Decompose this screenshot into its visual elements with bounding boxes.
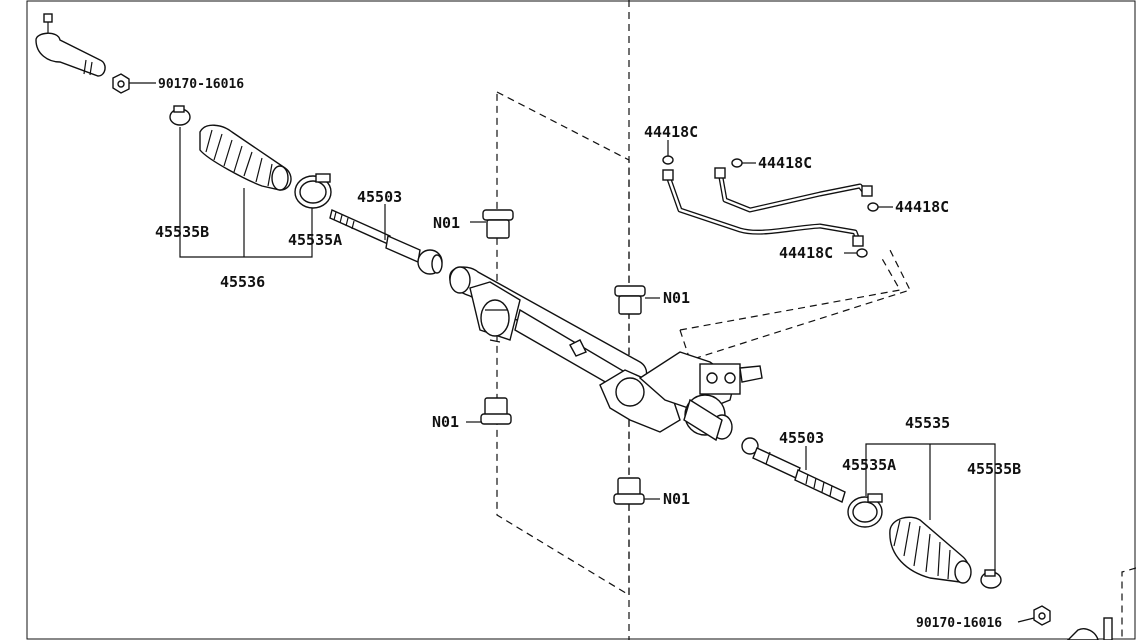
tie-rod-end-right [1067, 617, 1113, 640]
lower-right-dashed [1121, 567, 1136, 640]
label-n01-lower-left: N01 [432, 413, 459, 431]
label-boot-right-kit: 45535 [905, 414, 950, 432]
tie-rod-left [329, 209, 443, 275]
nut-lower [1033, 605, 1051, 626]
label-boot-left-kit: 45536 [220, 273, 265, 291]
clamp-left-b [169, 105, 191, 126]
label-nut-upper: 90170-16016 [158, 77, 244, 92]
valve-boundary-dashed [679, 254, 901, 331]
label-n01-upper-left: N01 [433, 214, 460, 232]
nut-upper [112, 73, 130, 94]
bushing-upper-right [614, 285, 646, 315]
tie-rod-end-left [35, 13, 106, 77]
bushing-lower-left [480, 397, 512, 425]
boot-right [889, 516, 972, 584]
label-washer-2: 44418C [758, 154, 812, 172]
bushing-lower-right [613, 477, 645, 505]
label-tie-rod-left: 45503 [357, 188, 402, 206]
valve-boundary-dashed-2 [679, 249, 911, 361]
tie-rod-right [741, 437, 846, 503]
label-washer-1: 44418C [644, 123, 698, 141]
label-clamp-left-b: 45535B [155, 223, 209, 241]
label-clamp-left-a: 45535A [288, 231, 342, 249]
label-nut-lower: 90170-16016 [916, 616, 1002, 631]
diagram-frame [26, 0, 1136, 640]
label-washer-4: 44418C [779, 244, 833, 262]
label-n01-upper-right: N01 [663, 289, 690, 307]
rack-housing [449, 266, 763, 442]
boot-left [199, 124, 292, 191]
clamp-right-b [980, 569, 1002, 589]
bushing-upper-left [482, 209, 514, 239]
label-clamp-right-b: 45535B [967, 460, 1021, 478]
clamp-left-a [294, 173, 332, 209]
rack-boundary-dashed [496, 91, 630, 597]
pressure-tubes [662, 167, 873, 247]
label-n01-lower-right: N01 [663, 490, 690, 508]
label-clamp-right-a: 45535A [842, 456, 896, 474]
washers-44418c [662, 155, 879, 258]
label-washer-3: 44418C [895, 198, 949, 216]
clamp-right-a [847, 493, 883, 528]
label-tie-rod-right: 45503 [779, 429, 824, 447]
